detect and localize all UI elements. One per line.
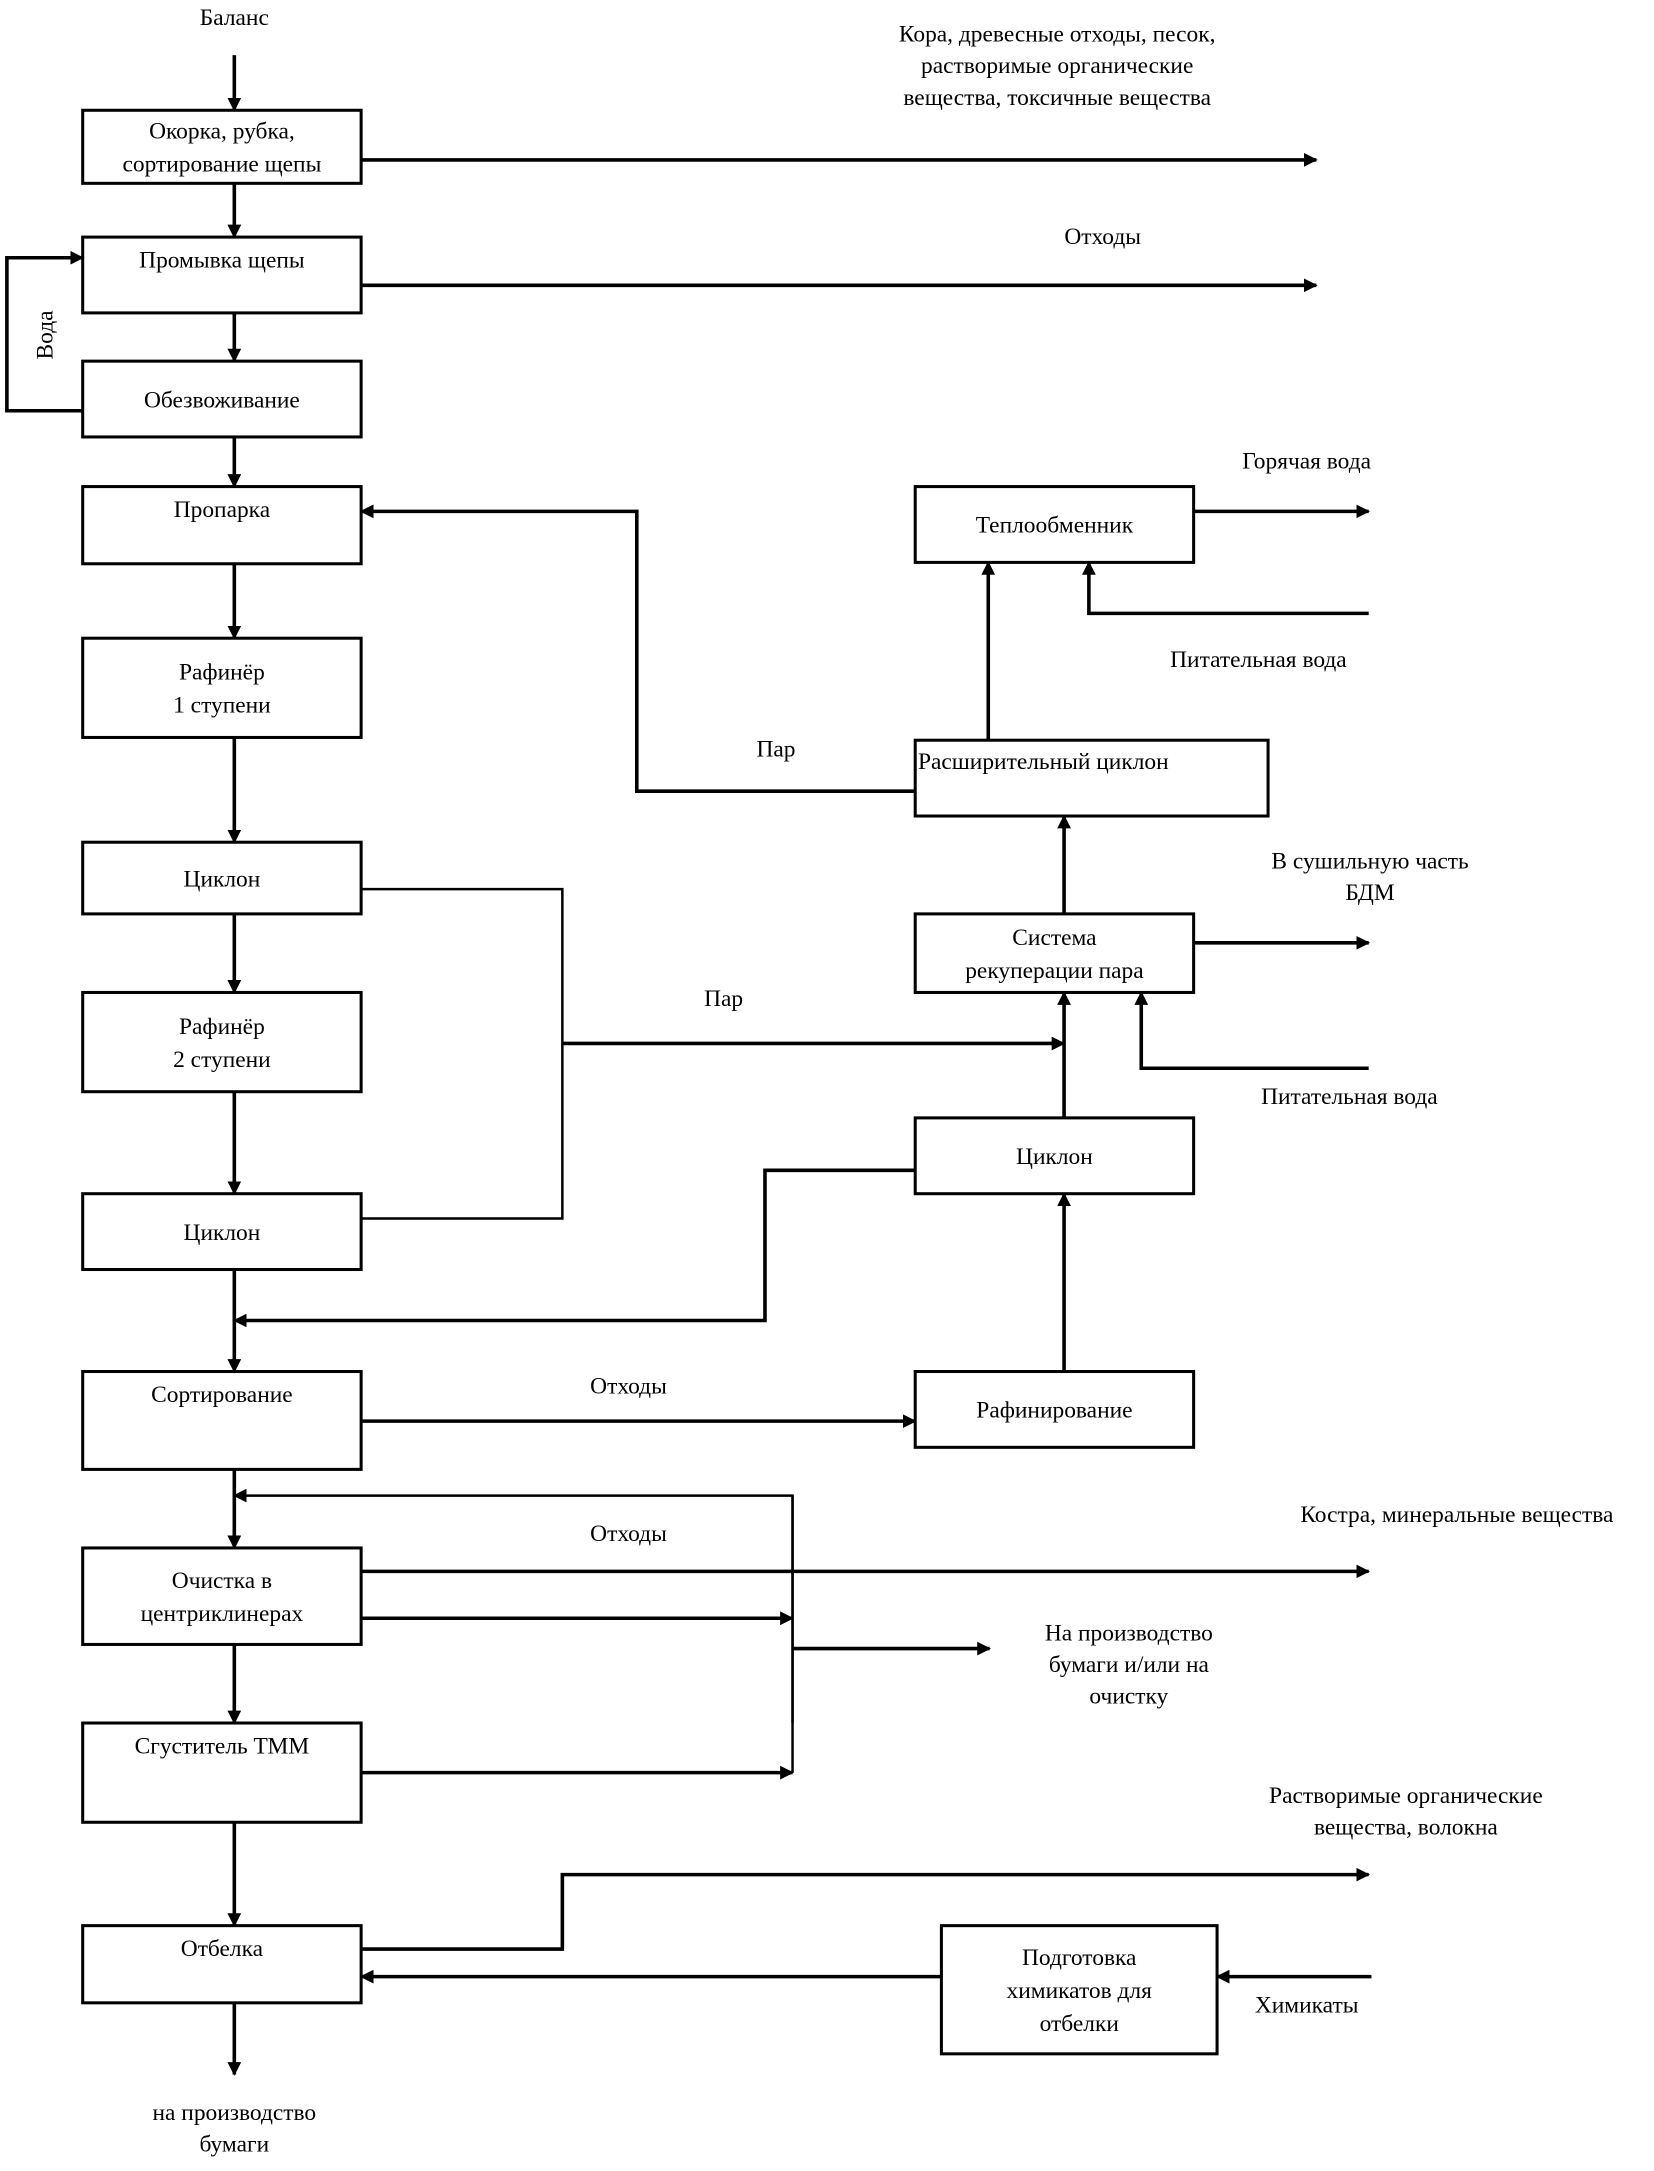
arrow-feed-water-2 xyxy=(1134,991,1369,1071)
process-box-cyclone-right[interactable]: Циклон xyxy=(913,1116,1196,1196)
box-label: Циклон xyxy=(184,866,261,892)
water-recycle-line xyxy=(5,250,85,413)
label-waste-debarking: Кора, древесные отходы, песок, xyxy=(899,21,1216,47)
label-shives: Костра, минеральные вещества xyxy=(1300,1502,1614,1528)
label-output: бумаги xyxy=(200,2132,270,2158)
label-feed-water-1: Питательная вода xyxy=(1170,647,1347,673)
box-label: Циклон xyxy=(1016,1144,1093,1170)
process-box-cyclone2[interactable]: Циклон xyxy=(81,1192,363,1272)
box-frame xyxy=(81,1370,363,1471)
box-frame xyxy=(81,1192,363,1272)
process-box-bleaching[interactable]: Отбелка xyxy=(81,1924,363,2005)
box-frame xyxy=(81,108,363,185)
process-box-washing[interactable]: Промывка щепы xyxy=(81,235,363,315)
label-to-paper-or-cleaning: бумаги и/или на xyxy=(1049,1652,1210,1678)
box-label: отбелки xyxy=(1040,2011,1119,2037)
label-to-dryer: В сушильную часть xyxy=(1271,848,1468,874)
box-label: Сортирование xyxy=(151,1382,293,1408)
box-frame xyxy=(913,1116,1196,1196)
box-frame xyxy=(81,235,363,315)
label-waste-debarking: растворимые органические xyxy=(921,53,1193,79)
box-label: центриклинерах xyxy=(141,1601,304,1627)
box-label: Очистка в xyxy=(172,1568,272,1594)
label-steam-1: Пар xyxy=(756,737,795,763)
process-box-refiner1[interactable]: Рафинёр 1 ступени xyxy=(81,636,363,739)
box-label: Система xyxy=(1012,925,1097,951)
box-frame xyxy=(81,1721,363,1824)
box-label: Обезвоживание xyxy=(144,387,300,413)
box-label: Теплообменник xyxy=(976,513,1134,539)
label-water: Вода xyxy=(32,310,58,360)
label-waste-debarking: вещества, токсичные вещества xyxy=(903,85,1211,111)
box-label: Рафинирование xyxy=(976,1398,1132,1424)
box-frame xyxy=(81,990,363,1094)
process-box-cyclone1[interactable]: Циклон xyxy=(81,840,363,916)
label-feed-water-2: Питательная вода xyxy=(1261,1084,1438,1110)
box-label: 1 ступени xyxy=(173,693,271,719)
process-box-expansion-cyclone[interactable]: Расширительный циклон xyxy=(913,738,1270,818)
label-chemicals: Химикаты xyxy=(1255,1992,1359,2018)
box-label: рекуперации пара xyxy=(965,958,1144,984)
box-label: 2 ступени xyxy=(173,1047,271,1073)
box-label: Подготовка xyxy=(1022,1945,1137,1971)
process-box-refiner2[interactable]: Рафинёр 2 ступени xyxy=(81,990,363,1094)
process-box-dewatering[interactable]: Обезвоживание xyxy=(81,359,363,439)
arrow-feed-water-1 xyxy=(1081,561,1369,616)
box-label: Рафинёр xyxy=(179,1014,265,1040)
process-box-chem-prep[interactable]: Подготовка химикатов для отбелки xyxy=(939,1924,1219,2056)
label-rejects-cleaning: Отходы xyxy=(590,1521,667,1547)
box-frame xyxy=(913,912,1196,994)
process-boxes: Окорка, рубка, сортирование щепыПромывка … xyxy=(81,108,1270,2056)
box-frame xyxy=(81,485,363,566)
arrow-dissolved-out xyxy=(361,1867,1371,1951)
box-label: Пропарка xyxy=(174,497,271,523)
label-to-dryer: БДМ xyxy=(1345,880,1395,906)
box-label: сортирование щепы xyxy=(122,152,321,178)
steam-return-to-steaming xyxy=(359,504,916,794)
fiber-return-line xyxy=(232,1168,916,1328)
label-steam-2: Пар xyxy=(704,986,743,1012)
box-label: Сгуститель ТММ xyxy=(135,1733,310,1759)
label-to-paper-or-cleaning: На производство xyxy=(1045,1620,1213,1646)
box-frame xyxy=(81,1924,363,2005)
process-box-debarking[interactable]: Окорка, рубка, сортирование щепы xyxy=(81,108,363,185)
box-frame xyxy=(939,1924,1219,2056)
process-box-screening[interactable]: Сортирование xyxy=(81,1370,363,1471)
box-frame xyxy=(913,738,1270,818)
label-dissolved: вещества, волокна xyxy=(1314,1815,1498,1841)
box-frame xyxy=(913,485,1196,564)
label-hot-water: Горячая вода xyxy=(1242,449,1371,475)
process-box-steaming[interactable]: Пропарка xyxy=(81,485,363,566)
label-dissolved: Растворимые органические xyxy=(1269,1783,1543,1809)
cyclone-steam-collector xyxy=(361,887,564,1220)
box-frame xyxy=(81,840,363,916)
box-label: Отбелка xyxy=(181,1936,264,1962)
box-label: Окорка, рубка, xyxy=(149,119,295,145)
label-output: на производство xyxy=(153,2100,317,2126)
label-waste-washing: Отходы xyxy=(1064,224,1141,250)
box-label: химикатов для xyxy=(1007,1978,1153,2004)
box-label: Расширительный циклон xyxy=(918,749,1169,775)
label-input-balance: Баланс xyxy=(200,5,269,31)
process-box-steam-recovery[interactable]: Система рекуперации пара xyxy=(913,912,1196,994)
box-frame xyxy=(913,1370,1196,1449)
box-label: Промывка щепы xyxy=(139,247,305,273)
process-box-heat-exchanger[interactable]: Теплообменник xyxy=(913,485,1196,564)
box-label: Рафинёр xyxy=(179,660,265,686)
box-label: Циклон xyxy=(184,1220,261,1246)
box-frame xyxy=(81,636,363,739)
connectors xyxy=(5,55,1372,2076)
process-box-thickener[interactable]: Сгуститель ТММ xyxy=(81,1721,363,1824)
box-frame xyxy=(81,359,363,439)
label-to-paper-or-cleaning: очистку xyxy=(1089,1684,1168,1710)
label-rejects-screening: Отходы xyxy=(590,1374,667,1400)
box-frame xyxy=(81,1546,363,1646)
process-box-refining[interactable]: Рафинирование xyxy=(913,1370,1196,1449)
process-box-centricleaners[interactable]: Очистка в центриклинерах xyxy=(81,1546,363,1646)
